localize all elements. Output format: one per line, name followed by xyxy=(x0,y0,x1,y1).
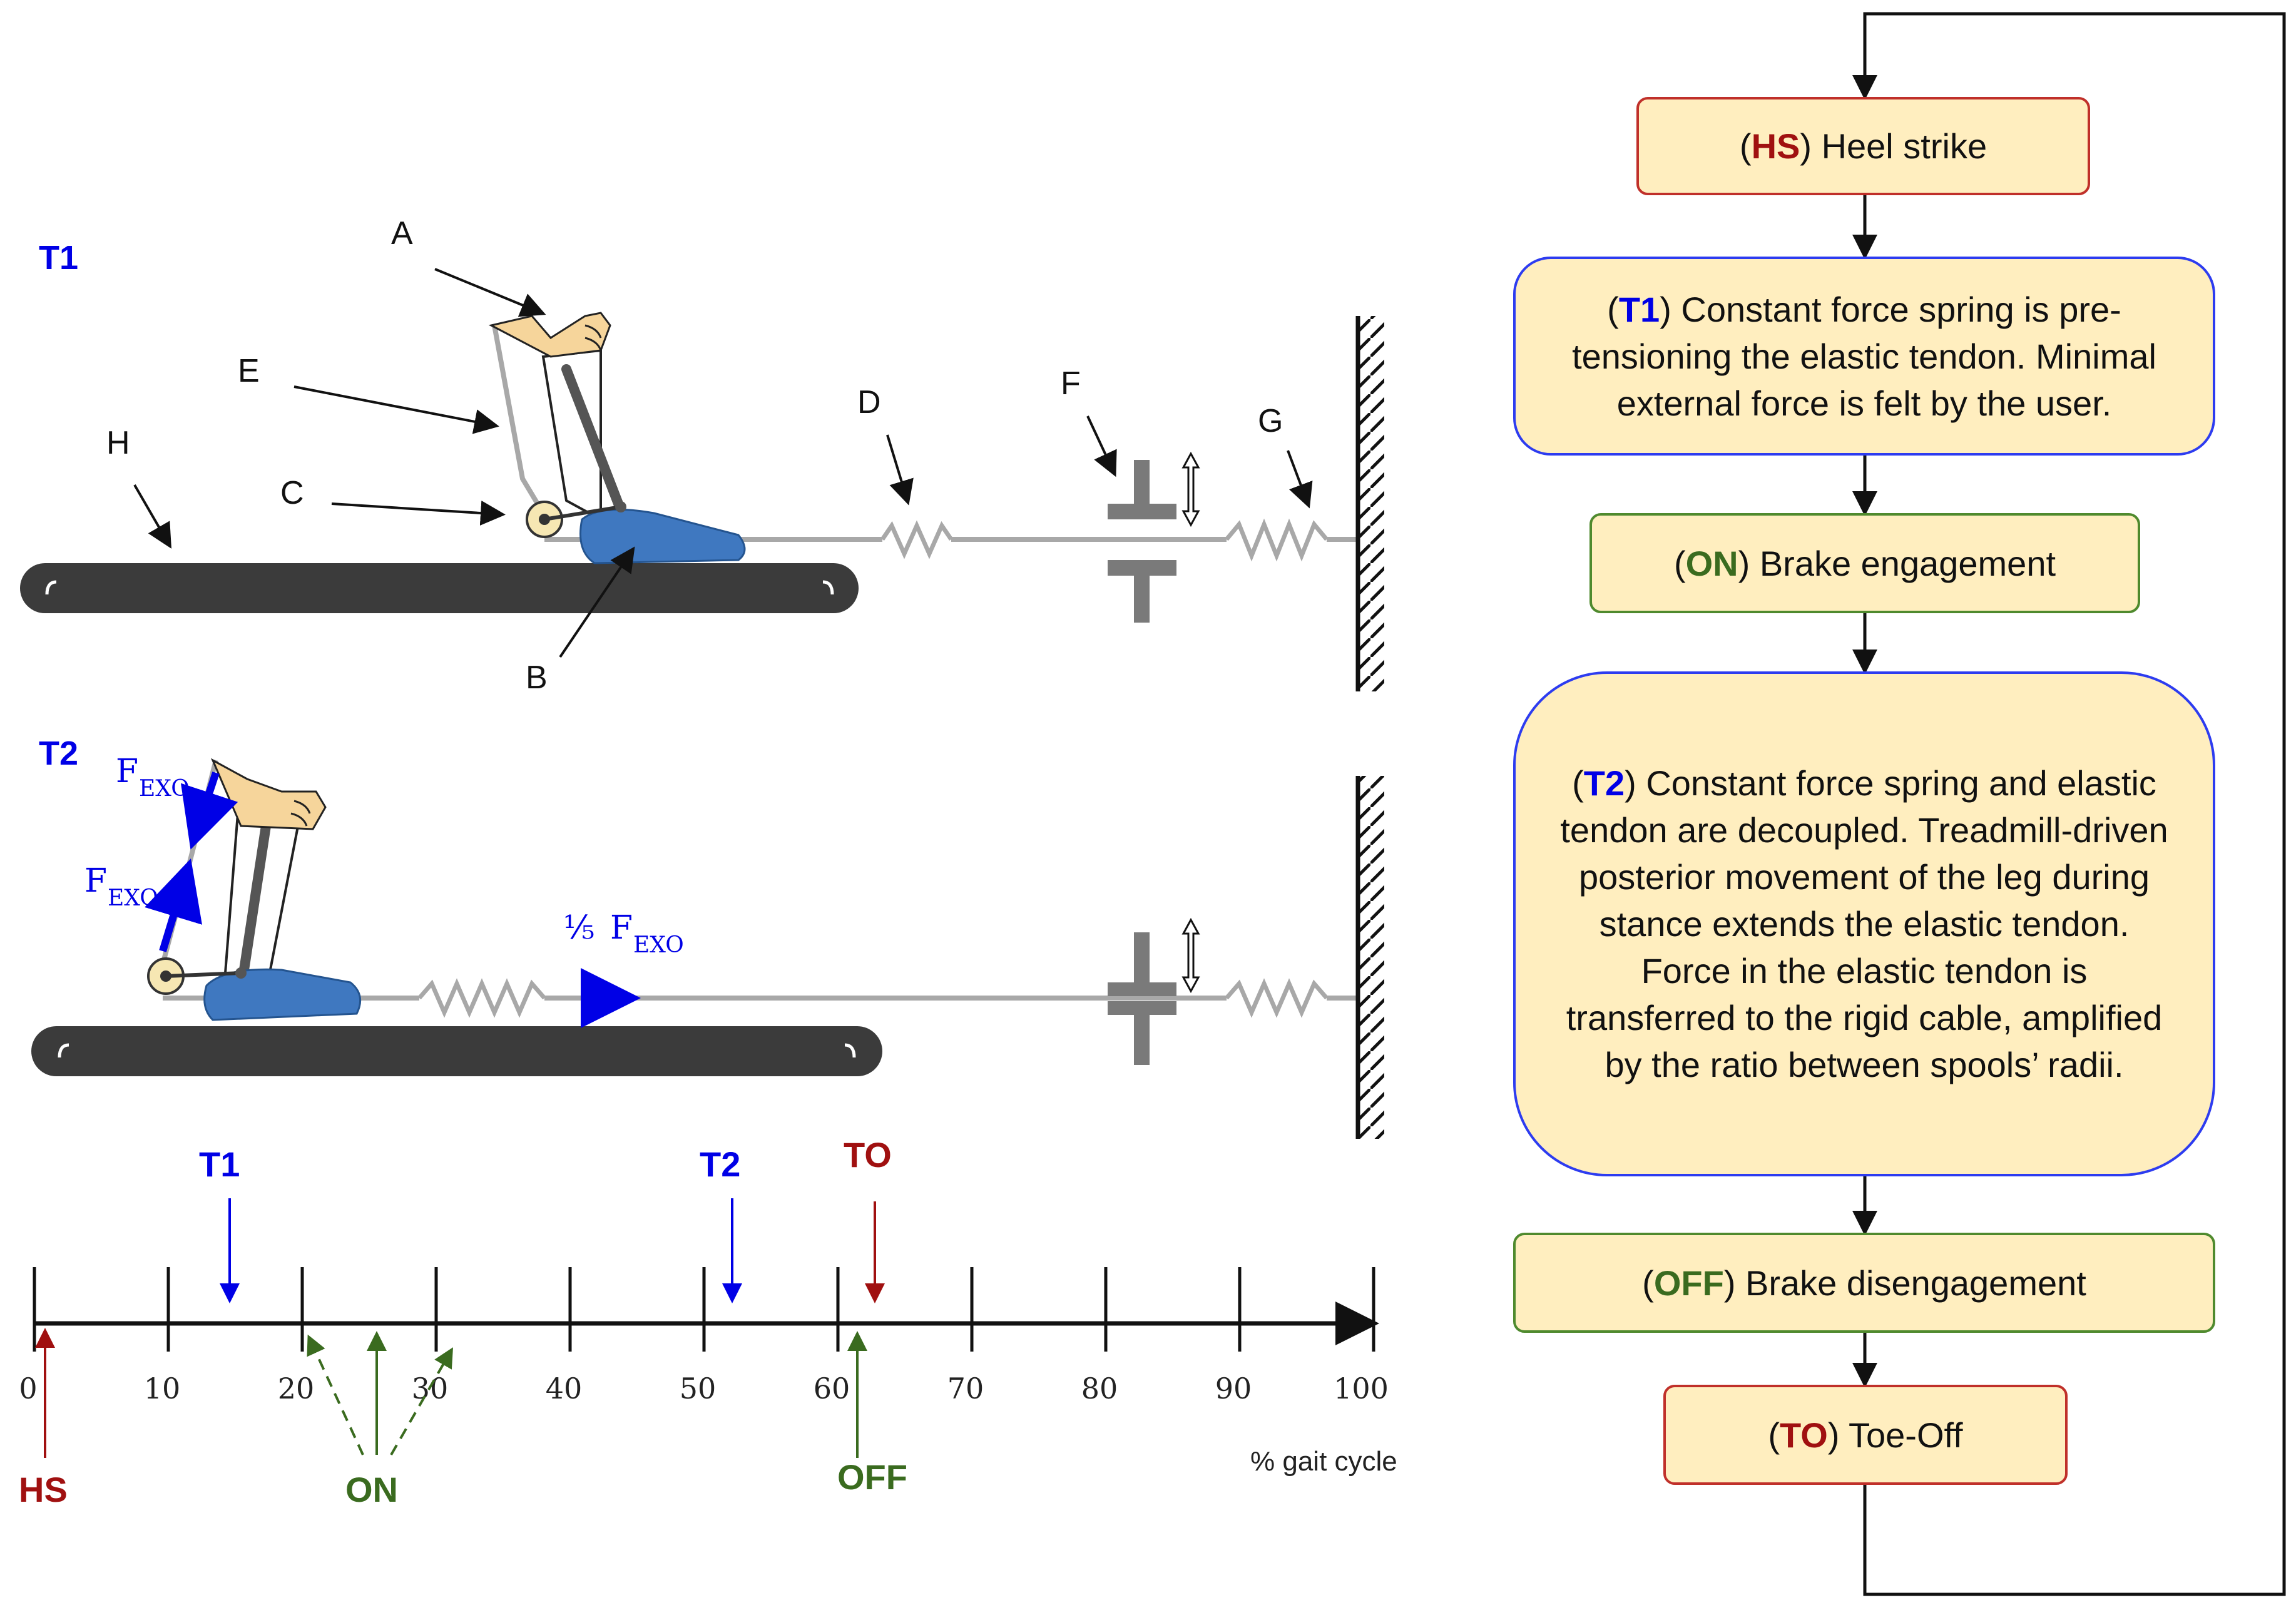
wall-t1 xyxy=(1355,316,1384,691)
code-on: ON xyxy=(1685,543,1738,583)
label-a: A xyxy=(391,215,413,252)
leg-exoskeleton-t1 xyxy=(488,312,746,564)
timeline-tick-label: 80 xyxy=(1081,1372,1118,1405)
timeline-tick-label: 100 xyxy=(1334,1372,1389,1405)
flow-box-t1: (T1) Constant force spring is pre-tensio… xyxy=(1513,257,2215,456)
constant-force-spring-t2 xyxy=(1225,978,1329,1018)
svg-text:EXO: EXO xyxy=(633,932,684,958)
text-hs: ) Heel strike xyxy=(1800,126,1987,166)
label-f: F xyxy=(1061,365,1081,402)
wall-t2 xyxy=(1355,776,1384,1139)
constant-force-spring xyxy=(1225,518,1329,562)
flow-box-brake-engagement: (ON) Brake engagement xyxy=(1589,513,2140,613)
elastic-tendon-spring xyxy=(880,520,953,559)
event-hs-label: HS xyxy=(19,1470,68,1509)
panel-t2: T2 xyxy=(31,735,1384,1139)
flow-box-brake-disengagement: (OFF) Brake disengagement xyxy=(1513,1233,2215,1333)
panel-label-t1: T1 xyxy=(39,239,78,277)
code-off: OFF xyxy=(1653,1263,1724,1303)
event-on-arrows xyxy=(307,1331,453,1455)
treadmill-belt-t2 xyxy=(31,1026,882,1076)
label-g: G xyxy=(1258,403,1283,439)
svg-text:F: F xyxy=(84,862,107,900)
gait-timeline: 0102030405060708090100 % gait cycle T1 T… xyxy=(19,1135,1397,1509)
code-to: TO xyxy=(1780,1415,1828,1455)
svg-text:EXO: EXO xyxy=(139,776,190,802)
text-on: ) Brake engagement xyxy=(1738,543,2056,583)
force-label-upper: F EXO xyxy=(116,753,190,802)
timeline-tick-label: 0 xyxy=(19,1372,37,1405)
timeline-tick-label: 20 xyxy=(278,1372,315,1405)
text-t2: ) Constant force spring and elastic tend… xyxy=(1560,763,2168,1084)
svg-text:F: F xyxy=(610,909,633,947)
flow-box-toe-off: (TO) Toe-Off xyxy=(1663,1385,2068,1485)
flowchart-connectors xyxy=(1852,12,2286,1596)
text-t1: ) Constant force spring is pre-tensionin… xyxy=(1572,289,2156,423)
timeline-tick-label: 70 xyxy=(947,1372,984,1405)
force-arrows xyxy=(145,772,641,1028)
loop-connector xyxy=(1852,12,2286,1596)
svg-text:⅕: ⅕ xyxy=(563,909,594,947)
svg-text:EXO: EXO xyxy=(108,885,158,911)
label-e: E xyxy=(238,353,260,389)
code-hs: HS xyxy=(1751,126,1800,166)
component-annotations: A E H C B D F G xyxy=(106,215,1313,696)
timeline-tick-label: 40 xyxy=(546,1372,583,1405)
brake-engaged xyxy=(1108,917,1200,1065)
timeline-tick-label: 10 xyxy=(144,1372,181,1405)
flow-box-heel-strike: (HS) Heel strike xyxy=(1636,97,2090,195)
label-h: H xyxy=(106,425,130,461)
event-t1-label: T1 xyxy=(199,1144,240,1184)
timeline-tick-label: 50 xyxy=(680,1372,717,1405)
flow-box-t2: (T2) Constant force spring and elastic t… xyxy=(1513,671,2215,1176)
leg-exoskeleton-t2 xyxy=(147,758,362,1021)
code-t2: T2 xyxy=(1583,763,1625,803)
panel-label-t2: T2 xyxy=(39,735,78,772)
code-t1: T1 xyxy=(1618,289,1660,329)
label-b: B xyxy=(526,660,548,696)
event-on-label: ON xyxy=(345,1470,398,1509)
force-label-fraction: ⅕ F EXO xyxy=(563,909,684,958)
elastic-tendon-spring-t2 xyxy=(417,978,546,1018)
force-label-lower: F EXO xyxy=(84,862,158,911)
svg-text:F: F xyxy=(116,753,138,790)
axis-title: % gait cycle xyxy=(1250,1446,1397,1477)
panel-t1: T1 xyxy=(20,215,1384,696)
label-c: C xyxy=(280,475,304,511)
event-to-label: TO xyxy=(844,1135,892,1174)
treadmill-belt xyxy=(20,563,859,613)
text-to: ) Toe-Off xyxy=(1827,1415,1963,1455)
event-off-label: OFF xyxy=(837,1457,907,1497)
brake-open xyxy=(1108,451,1200,623)
label-d: D xyxy=(857,384,881,420)
event-t2-label: T2 xyxy=(700,1144,740,1184)
timeline-tick-label: 90 xyxy=(1215,1372,1252,1405)
text-off: ) Brake disengagement xyxy=(1723,1263,2086,1303)
timeline-tick-label: 60 xyxy=(814,1372,850,1405)
